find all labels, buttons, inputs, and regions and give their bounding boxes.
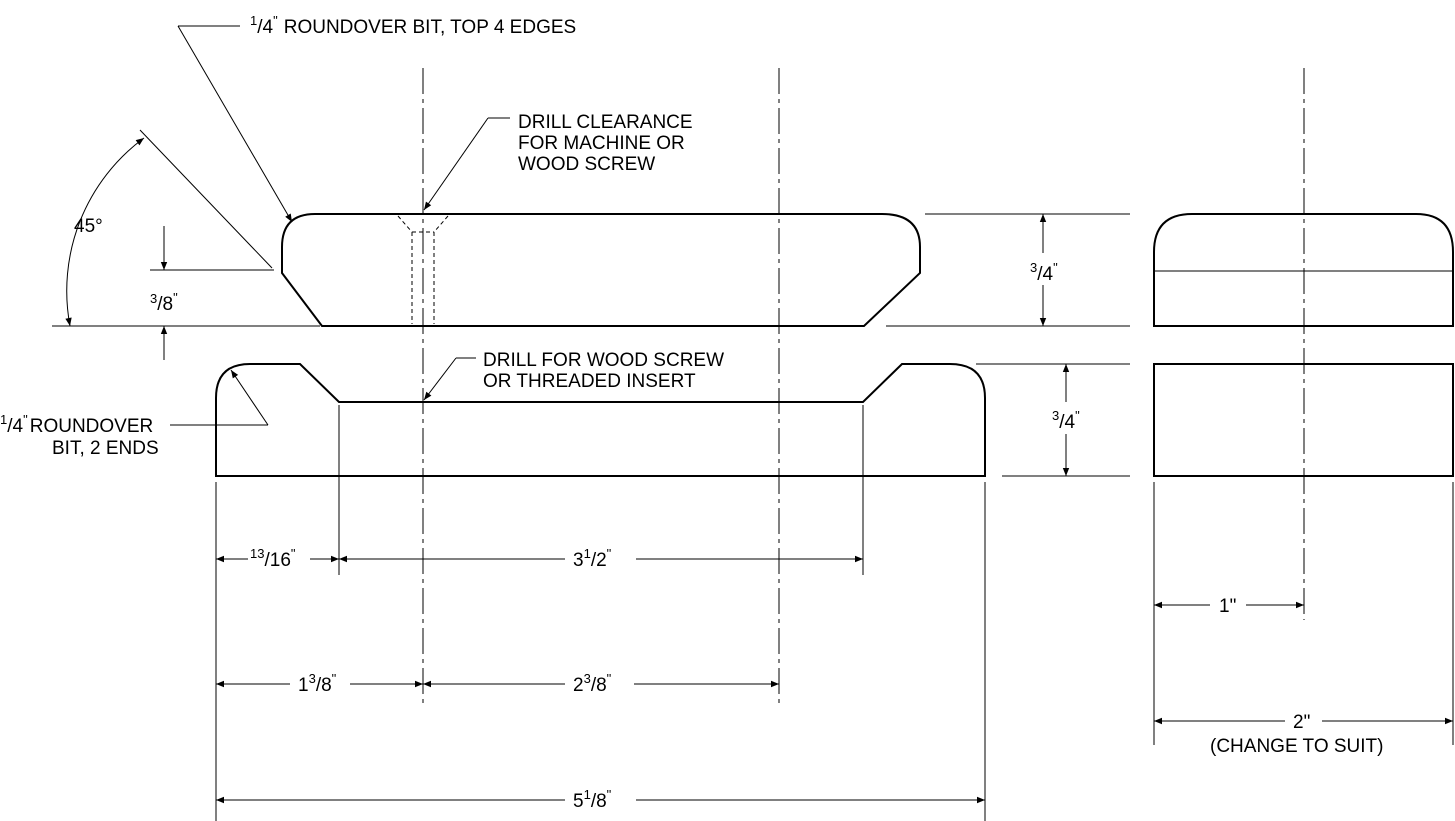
dim-3-4-top: 3/4" xyxy=(1030,260,1058,285)
svg-text:DRILL FOR WOOD SCREW: DRILL FOR WOOD SCREW xyxy=(483,350,724,371)
angle-construction xyxy=(52,129,320,327)
svg-text:FOR MACHINE OR: FOR MACHINE OR xyxy=(518,133,685,154)
extension-lines xyxy=(215,405,1454,821)
dim-1: 1" xyxy=(1219,596,1236,617)
top-part-side-view xyxy=(1153,213,1454,327)
svg-text:DRILL CLEARANCE: DRILL CLEARANCE xyxy=(518,112,693,133)
svg-text:1/4"ROUNDOVER: 1/4"ROUNDOVER xyxy=(0,412,153,437)
note-top-roundover: 1/4"ROUNDOVER BIT, TOP 4 EDGES xyxy=(250,13,576,38)
dim-2-3-8: 23/8" xyxy=(573,671,612,696)
dim-3-8-left: 3/8" xyxy=(150,290,178,315)
dim-13-16: 13/16" xyxy=(250,546,296,571)
leader-top-roundover xyxy=(177,25,293,223)
note-roundover-ends: 1/4"ROUNDOVER BIT, 2 ENDS xyxy=(0,412,159,459)
top-part-outline xyxy=(281,213,921,327)
leader-drill-wood-screw xyxy=(423,357,457,401)
dim-5-1-8: 51/8" xyxy=(573,787,612,812)
screw-countersink-hidden xyxy=(397,215,449,324)
leader-roundover-ends xyxy=(230,369,269,426)
note-drill-clearance: DRILL CLEARANCE FOR MACHINE OR WOOD SCRE… xyxy=(518,112,693,175)
angle-label: 45° xyxy=(74,216,103,237)
dim-2: 2" xyxy=(1293,712,1310,733)
dim-3-1-2: 31/2" xyxy=(573,546,612,571)
svg-text:BIT, 2 ENDS: BIT, 2 ENDS xyxy=(52,438,159,459)
svg-text:WOOD SCREW: WOOD SCREW xyxy=(518,154,655,175)
base-part-side-view xyxy=(1153,363,1454,477)
leader-drill-clearance xyxy=(423,117,489,211)
svg-text:OR THREADED INSERT: OR THREADED INSERT xyxy=(483,371,696,392)
center-lines xyxy=(422,68,1305,705)
note-change-to-suit: (CHANGE TO SUIT) xyxy=(1210,736,1383,757)
note-drill-wood-screw: DRILL FOR WOOD SCREW OR THREADED INSERT xyxy=(483,350,724,392)
dim-1-3-8: 13/8" xyxy=(298,671,337,696)
base-part-outline xyxy=(215,363,986,477)
dim-3-4-base: 3/4" xyxy=(1052,408,1080,433)
